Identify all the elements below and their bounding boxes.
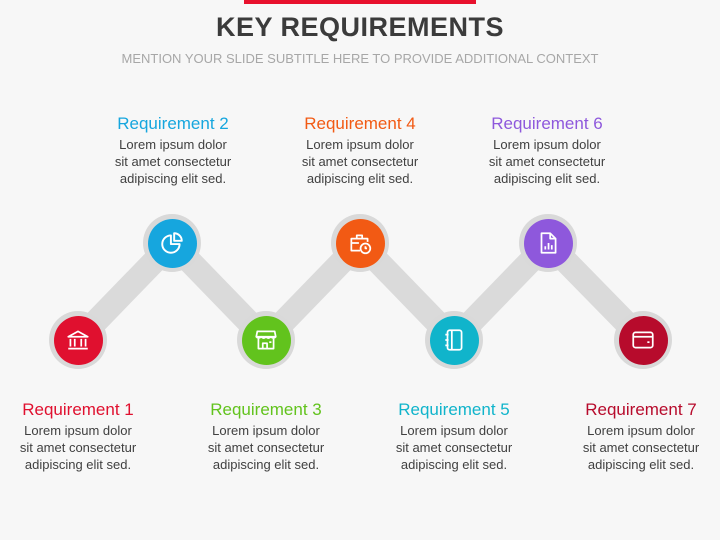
node-requirement-3 <box>237 311 295 369</box>
node-requirement-7 <box>614 311 672 369</box>
slide-title: KEY REQUIREMENTS <box>215 12 505 42</box>
node-5-circle <box>429 315 479 365</box>
wallet-icon <box>632 331 654 349</box>
pie-chart-icon <box>161 232 183 254</box>
requirement-4-title: Requirement 4 <box>304 114 416 133</box>
node-6-circle <box>523 218 573 268</box>
node-requirement-1 <box>49 311 107 369</box>
title-accent-bar <box>244 0 476 4</box>
node-4-circle <box>335 218 385 268</box>
requirement-2-title: Requirement 2 <box>117 114 229 133</box>
requirement-5-title: Requirement 5 <box>398 400 510 419</box>
notebook-icon <box>445 329 463 351</box>
storefront-icon <box>255 330 277 350</box>
report-document-icon <box>540 232 557 254</box>
requirement-7-title: Requirement 7 <box>585 400 697 419</box>
node-2-circle <box>147 218 197 268</box>
requirement-1-title: Requirement 1 <box>22 400 134 419</box>
node-requirement-4 <box>331 214 389 272</box>
briefcase-clock-icon <box>350 234 372 255</box>
node-1-circle <box>53 315 103 365</box>
node-3-circle <box>241 315 291 365</box>
node-requirement-5 <box>425 311 483 369</box>
requirement-3-title: Requirement 3 <box>210 400 322 419</box>
requirement-6-title: Requirement 6 <box>491 114 603 133</box>
bank-icon <box>67 330 89 350</box>
node-requirement-2 <box>143 214 201 272</box>
node-7-circle <box>618 315 668 365</box>
slide-subtitle: MENTION YOUR SLIDE SUBTITLE HERE TO PROV… <box>121 51 599 66</box>
node-requirement-6 <box>519 214 577 272</box>
